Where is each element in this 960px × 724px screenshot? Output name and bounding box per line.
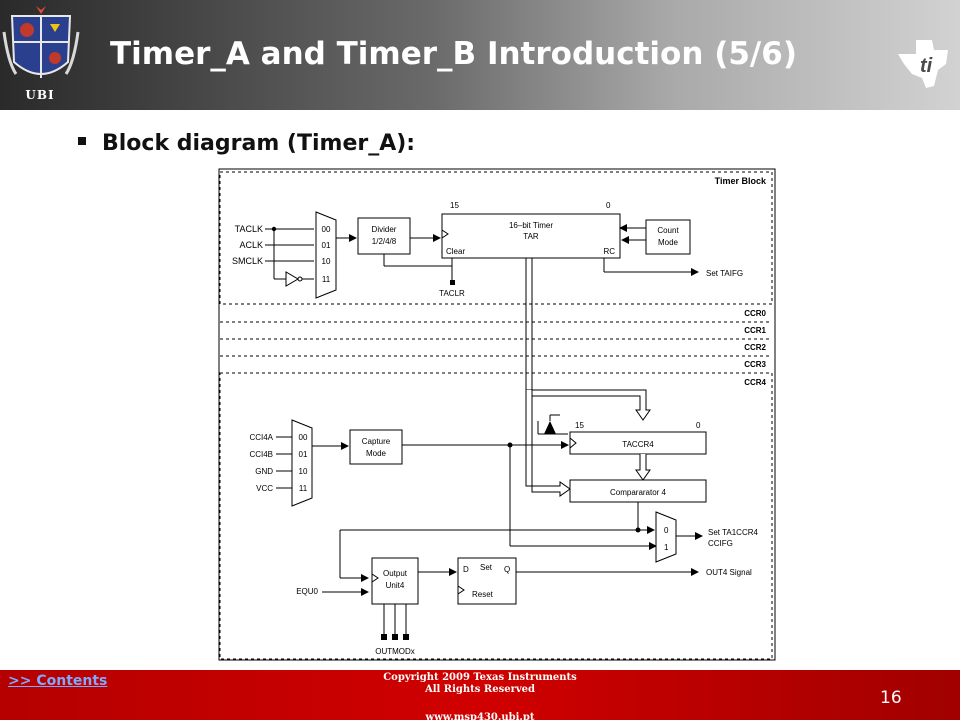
ccr0-label: CCR0: [744, 309, 766, 318]
ccifg-mux: [655, 511, 677, 563]
bullet-item: Block diagram (Timer_A):: [78, 131, 415, 156]
mux-code: 01: [299, 450, 308, 459]
slide-title: Timer_A and Timer_B Introduction (5/6): [110, 36, 797, 72]
page-number: 16: [880, 688, 902, 708]
ccr2-label: CCR2: [744, 343, 766, 352]
input-taclk: TACLK: [235, 224, 263, 234]
mux-code: 00: [299, 433, 308, 442]
input-cci4b: CCI4B: [249, 450, 273, 459]
ubi-logo-text: UBI: [25, 88, 55, 102]
texas-instruments-logo: ti: [898, 40, 948, 88]
count-mode-sub: Mode: [658, 238, 679, 247]
taclr-label: TACLR: [439, 289, 465, 298]
mux-code: 0: [664, 526, 669, 535]
inverter-icon: [285, 271, 299, 287]
timer-rc: RC: [603, 247, 615, 256]
set-taifg-label: Set TAIFG: [706, 269, 743, 278]
svg-text:ti: ti: [920, 55, 933, 77]
equ0-label: EQU0: [296, 587, 318, 596]
capture-sub: Mode: [366, 449, 387, 458]
ff-q: Q: [504, 565, 510, 574]
divider-title: Divider: [372, 225, 397, 234]
divider-value: 1/2/4/8: [372, 237, 397, 246]
capture-title: Capture: [362, 437, 391, 446]
mux-code: 11: [299, 484, 308, 493]
divider-block: [357, 217, 411, 255]
out4-signal-label: OUT4 Signal: [706, 568, 752, 577]
output-unit-block: [371, 557, 419, 605]
capture-mode-block: [349, 429, 403, 465]
ubi-crest-logo: [2, 6, 80, 78]
outmod-label: OUTMODx: [375, 647, 415, 656]
copyright-line1: Copyright 2009 Texas Instruments: [383, 672, 577, 683]
timer-bit-hi: 15: [450, 201, 459, 210]
set-ccifg-line1: Set TA1CCR4: [708, 528, 758, 537]
timer-a-block-diagram: Timer Block TACLK ACLK SMCLK 00 01 10 11…: [218, 168, 776, 661]
timer-register-block: [441, 213, 621, 259]
input-smclk: SMCLK: [232, 256, 263, 266]
footer-bar: [0, 670, 960, 720]
ff-d: D: [463, 565, 469, 574]
comparator-label: Compararator 4: [610, 488, 667, 497]
input-cci4a: CCI4A: [249, 433, 273, 442]
mux-code: 00: [322, 225, 331, 234]
taccr4-label: TACCR4: [622, 440, 654, 449]
output-unit-sub: Unit4: [386, 581, 405, 590]
ccr4-label: CCR4: [744, 378, 766, 387]
taccr-bit-lo: 0: [696, 421, 701, 430]
count-mode-block: [645, 219, 691, 255]
ff-reset: Reset: [472, 590, 494, 599]
copyright-line2: All Rights Reserved: [424, 684, 536, 695]
timer-bit-lo: 0: [606, 201, 611, 210]
timer-register-name: TAR: [523, 232, 539, 241]
mux-code: 11: [322, 275, 331, 284]
ff-set: Set: [480, 563, 493, 572]
flip-flop-block: [457, 557, 517, 605]
timer-block-label: Timer Block: [715, 176, 767, 186]
ccr1-label: CCR1: [744, 326, 766, 335]
timer-block-area: [219, 171, 773, 305]
count-mode-title: Count: [657, 226, 679, 235]
mux-code: 10: [322, 257, 331, 266]
taccr4-register: [569, 431, 707, 455]
mux-code: 01: [322, 241, 331, 250]
ccr4-area: [219, 372, 773, 660]
header-bar: UBI Timer_A and Timer_B Introduction (5/…: [0, 0, 960, 110]
ccr3-label: CCR3: [744, 360, 766, 369]
taccr-bit-hi: 15: [575, 421, 584, 430]
output-unit-title: Output: [383, 569, 408, 578]
timer-clear: Clear: [446, 247, 465, 256]
copyright-block: Copyright 2009 Texas Instruments All Rig…: [340, 672, 620, 724]
clock-mux: [315, 211, 337, 299]
input-vcc: VCC: [256, 484, 273, 493]
input-aclk: ACLK: [239, 240, 263, 250]
website-url: www.msp430.ubi.pt: [425, 712, 535, 723]
bullet-square-icon: [78, 137, 86, 145]
bullet-text: Block diagram (Timer_A):: [102, 131, 416, 156]
input-gnd: GND: [255, 467, 273, 476]
set-ccifg-line2: CCIFG: [708, 539, 733, 548]
capture-input-mux: [291, 419, 313, 507]
contents-link[interactable]: >> Contents: [8, 673, 108, 689]
mux-code: 10: [299, 467, 308, 476]
mux-code: 1: [664, 543, 669, 552]
timer-title: 16–bit Timer: [509, 221, 553, 230]
